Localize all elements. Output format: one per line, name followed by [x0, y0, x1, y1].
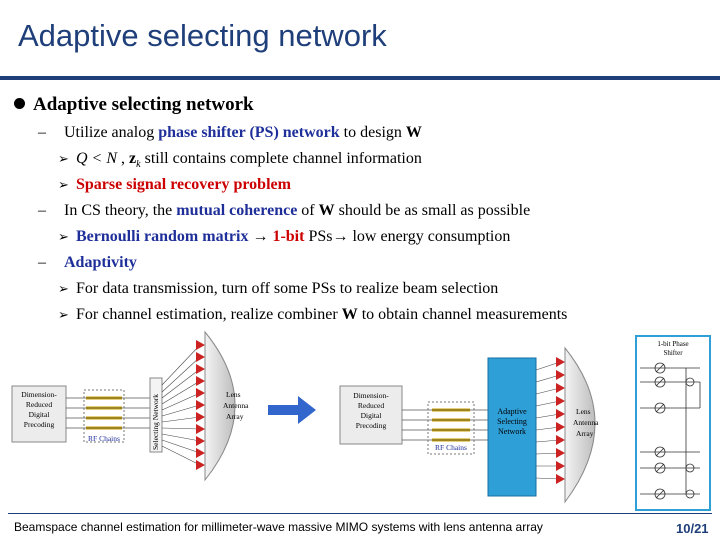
sub-bullet-2: – In CS theory, the mutual coherence of W… — [38, 202, 530, 220]
emph-text: Adaptivity — [64, 254, 137, 271]
text: still contains complete channel informat… — [140, 150, 422, 167]
arrow-bullet-icon: ➢ — [58, 282, 69, 297]
emph-text: 1-bit — [272, 228, 305, 245]
system-diagram: Dimension- Reduced Digital Precoding RF … — [11, 330, 711, 511]
left-precoding-label-2: Reduced — [26, 400, 52, 409]
math-W: W — [318, 202, 335, 219]
right-lens-label-1: Lens — [576, 407, 591, 416]
text: → — [248, 228, 273, 245]
left-precoding-label-1: Dimension- — [21, 390, 57, 399]
sub-sub-bullet-3: ➢Bernoulli random matrix → 1-bit PSs→ lo… — [58, 228, 510, 246]
left-rf-label: RF Chains — [88, 434, 120, 443]
left-precoding-label-4: Precoding — [24, 420, 55, 429]
arrow-bullet-icon: ➢ — [58, 230, 69, 245]
left-lens-label-2: Antenna — [223, 401, 249, 410]
emph-text: mutual coherence — [176, 202, 298, 219]
right-precoding-label-4: Precoding — [356, 421, 387, 430]
adaptive-label-1: Adaptive — [497, 407, 527, 416]
sub-sub-bullet-2: ➢ Sparse signal recovery problem — [58, 176, 291, 194]
math-Q-N: Q < N — [76, 150, 118, 167]
sub-sub-bullet-5: ➢ For channel estimation, realize combine… — [58, 306, 567, 324]
arrow-bullet-icon: ➢ — [58, 152, 69, 167]
text: of — [297, 202, 319, 219]
slide-title: Adaptive selecting network — [18, 18, 387, 53]
main-bullet: Adaptive selecting network — [14, 94, 254, 116]
footer-citation: Beamspace channel estimation for millime… — [14, 520, 543, 534]
right-precoding-block — [339, 385, 403, 445]
text: to obtain channel measurements — [357, 306, 568, 323]
right-rf-chains — [432, 408, 470, 442]
main-bullet-text: Adaptive selecting network — [33, 94, 254, 115]
sub-bullet-3: – Adaptivity — [38, 254, 137, 272]
text: In CS theory, the — [64, 202, 177, 219]
emph-text: Sparse signal recovery problem — [76, 176, 291, 193]
dash-icon: – — [38, 202, 46, 219]
text: For data transmission, turn off some PSs… — [76, 280, 499, 297]
right-lens — [564, 346, 596, 504]
adaptive-label-3: Network — [498, 427, 526, 436]
left-precoding-block — [11, 385, 67, 443]
dash-icon: – — [38, 124, 46, 141]
sub-sub-bullet-4: ➢ For data transmission, turn off some PS… — [58, 280, 498, 298]
emph-text: Bernoulli random matrix — [76, 228, 249, 245]
left-lens — [204, 330, 236, 482]
phase-shifter-detail: 1-bit Phase Shifter — [635, 335, 711, 511]
left-lens-label-3: Array — [226, 412, 244, 421]
title-divider — [0, 76, 720, 80]
sub-bullet-1: – Utilize analog phase shifter (PS) netwo… — [38, 124, 422, 142]
text: PSs — [304, 228, 333, 245]
text: , — [117, 150, 130, 167]
arrow-bullet-icon: ➢ — [58, 308, 69, 323]
text: For channel estimation, realize combiner — [76, 306, 342, 323]
right-precoding-label-2: Reduced — [358, 401, 384, 410]
left-lens-label-1: Lens — [226, 390, 241, 399]
ps-label-2: Shifter — [663, 349, 683, 357]
right-precoding-label-3: Digital — [361, 411, 382, 420]
text: to design — [339, 124, 406, 141]
adaptive-selecting-network-block — [487, 357, 537, 497]
right-rf-label: RF Chains — [435, 443, 467, 452]
emph-text: phase shifter (PS) network — [158, 124, 340, 141]
right-system: Dimension- Reduced Digital Precoding RF … — [339, 346, 599, 504]
right-lens-label-2: Antenna — [573, 418, 599, 427]
text: → — [332, 228, 349, 245]
transform-arrow-icon — [268, 396, 316, 424]
bullet-dot-icon — [14, 98, 25, 109]
left-selecting-network — [149, 377, 163, 453]
right-precoding-label-1: Dimension- — [353, 391, 389, 400]
page-number: 10/21 — [676, 521, 709, 536]
math-sub-k: k — [136, 159, 141, 171]
math-W: W — [341, 306, 358, 323]
arrow-bullet-icon: ➢ — [58, 178, 69, 193]
left-precoding-label-3: Digital — [29, 410, 50, 419]
math-z: z — [129, 150, 137, 167]
math-W: W — [405, 124, 422, 141]
right-lens-label-3: Array — [576, 429, 594, 438]
text: Utilize analog — [64, 124, 159, 141]
dash-icon: – — [38, 254, 46, 271]
footer-divider — [8, 513, 712, 514]
left-selecting-label: Selecting Network — [151, 394, 160, 450]
text: should be as small as possible — [334, 202, 531, 219]
sub-sub-bullet-1: ➢ Q < N , zk still contains complete chan… — [58, 150, 422, 170]
adaptive-label-2: Selecting — [497, 417, 527, 426]
ps-detail-frame — [635, 335, 711, 511]
ps-label-1: 1-bit Phase — [657, 340, 688, 348]
left-rf-chains — [86, 396, 122, 430]
text: low energy consumption — [348, 228, 511, 245]
left-system: Dimension- Reduced Digital Precoding RF … — [11, 330, 249, 482]
